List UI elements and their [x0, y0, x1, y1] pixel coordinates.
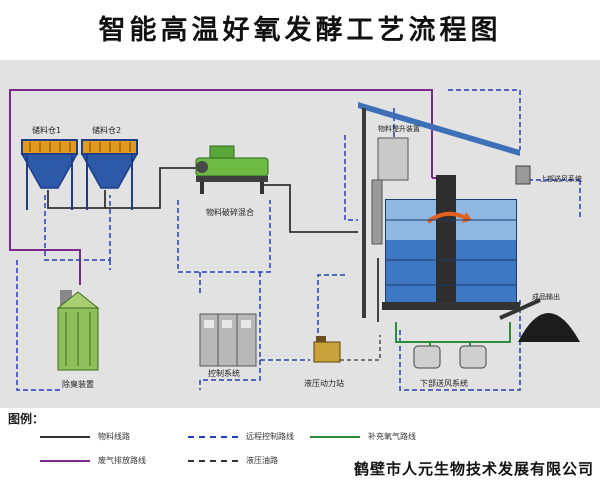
upper-fan-label: 上部送风系统	[540, 174, 582, 183]
company-watermark: 鹤壁市人元生物技术发展有限公司	[353, 460, 594, 478]
control-label: 控制系统	[208, 368, 240, 378]
legend-swatch	[310, 436, 360, 438]
legend: 图例： 物料线路 远程控制路线 补充氧气路线 废气排放路线 液压油路 鹤壁市人元…	[0, 408, 600, 485]
storage-bin-1	[20, 139, 79, 210]
material-lines	[47, 167, 379, 322]
output-conveyor	[499, 298, 580, 342]
legend-swatch	[40, 436, 90, 438]
hydraulic-station	[313, 336, 341, 363]
control-cabinet	[199, 313, 257, 367]
legend-label: 废气排放路线	[98, 456, 146, 465]
legend-swatch	[188, 436, 238, 438]
storage-bin-2	[80, 139, 139, 210]
bin-2-label: 储料仓2	[92, 125, 121, 135]
lifter-structure	[358, 102, 520, 318]
legend-label: 液压油路	[246, 456, 278, 465]
deodorizer-unit	[56, 290, 100, 371]
hydraulic-label: 液压动力站	[304, 378, 344, 388]
oxygen-lines	[395, 322, 511, 352]
output-label: 成品输出	[532, 292, 560, 301]
upper-fan	[515, 165, 531, 185]
crusher-mixer	[195, 145, 269, 194]
crusher-label: 物料破碎混合	[206, 207, 254, 217]
lower-fans	[413, 345, 487, 369]
legend-swatch	[188, 460, 238, 462]
diagram-title: 智能高温好氧发酵工艺流程图	[98, 15, 502, 46]
lower-fan-label: 下部送风系统	[420, 378, 468, 388]
bin-1-label: 储料仓1	[32, 125, 61, 135]
legend-label: 补充氧气路线	[368, 432, 416, 441]
legend-swatch	[40, 460, 90, 462]
legend-label: 物料线路	[98, 432, 130, 441]
fermentation-tank	[382, 175, 520, 310]
legend-title: 图例：	[8, 412, 45, 426]
process-flow-svg: 储料仓1 储料仓2 物料破碎混合 除臭装置	[9, 89, 582, 391]
lifter-label: 物料提升装置	[378, 124, 420, 133]
deodorizer-label: 除臭装置	[62, 379, 94, 389]
hydraulic-lines	[340, 335, 381, 361]
legend-label: 远程控制路线	[246, 432, 294, 441]
process-diagram: 储料仓1 储料仓2 物料破碎混合 除臭装置	[0, 60, 600, 408]
